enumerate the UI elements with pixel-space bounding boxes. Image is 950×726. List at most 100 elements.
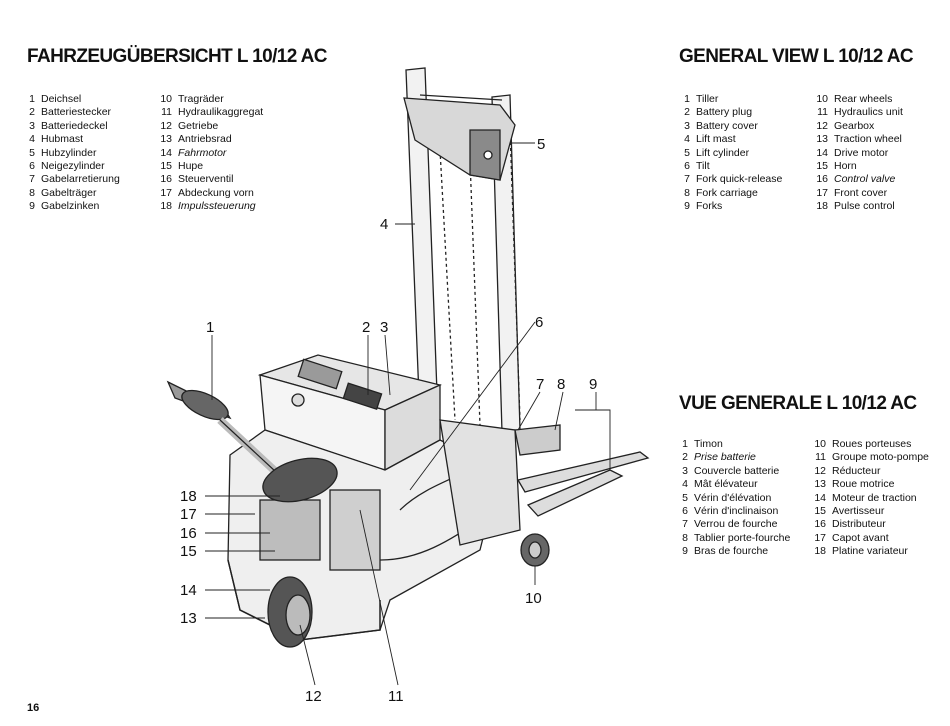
legend-item-number: 15 xyxy=(814,505,826,518)
legend-item: 18 Impulssteuerung xyxy=(160,200,263,213)
callout-10: 10 xyxy=(525,590,542,607)
legend-item-label: Couvercle batterie xyxy=(694,464,780,477)
legend-item-label: Réducteur xyxy=(832,464,881,477)
callout-4: 4 xyxy=(380,216,388,233)
legend-item-number: 18 xyxy=(816,200,828,213)
legend-item-number: 15 xyxy=(816,160,828,173)
callout-5: 5 xyxy=(537,136,545,153)
legend-item-number: 2 xyxy=(684,106,690,119)
legend-item-number: 8 xyxy=(684,186,690,199)
legend-item-label: Battery plug xyxy=(696,106,753,119)
legend-item-number: 8 xyxy=(29,186,35,199)
legend-item-label: Pulse control xyxy=(834,200,895,213)
callout-numbers: 1 2 3 4 5 6 7 8 9 10 11 12 13 14 15 16 1… xyxy=(180,136,597,705)
callout-13: 13 xyxy=(180,610,197,627)
legend-item-label: Hydraulikaggregat xyxy=(178,106,264,119)
legend-item-number: 12 xyxy=(816,119,828,132)
legend-item-label: Tragräder xyxy=(178,93,224,105)
legend-item-label: Capot avant xyxy=(832,531,889,544)
legend-item-label: Batteriestecker xyxy=(41,106,112,119)
legend-item-label: Mât élévateur xyxy=(694,478,758,491)
tiller xyxy=(166,380,338,503)
legend-item-number: 16 xyxy=(816,173,828,186)
leader-lines xyxy=(205,142,611,686)
legend-item-label: Impulssteuerung xyxy=(178,200,256,213)
legend-item-label: Gabelträger xyxy=(41,186,97,199)
legend-item-number: 5 xyxy=(684,146,690,159)
title-german: FAHRZEUGÜBERSICHT L 10/12 AC xyxy=(27,46,328,67)
legend-item-number: 10 xyxy=(816,93,828,105)
legend-item-number: 6 xyxy=(682,505,688,518)
title-english: GENERAL VIEW L 10/12 AC xyxy=(679,46,914,67)
legend-item: 8 Fork carriage xyxy=(682,187,782,200)
callout-1: 1 xyxy=(206,319,214,336)
legend-item-number: 13 xyxy=(160,133,172,146)
legend-item-number: 4 xyxy=(682,478,688,491)
legend-item-number: 9 xyxy=(29,200,35,213)
legend-item-number: 6 xyxy=(29,160,35,173)
legend-item-label: Tiller xyxy=(696,93,719,105)
legend-item-label: Avertisseur xyxy=(832,505,885,518)
legend-item-label: Gearbox xyxy=(834,119,875,132)
callout-6: 6 xyxy=(535,314,543,331)
legend-item-number: 4 xyxy=(29,133,35,146)
legend-item-label: Lift cylinder xyxy=(696,146,750,159)
legend-item-label: Groupe moto-pompe xyxy=(832,451,929,464)
lift-cylinder-head xyxy=(403,97,516,181)
legend-item: 18 Pulse control xyxy=(816,200,903,213)
legend-item-number: 11 xyxy=(161,106,172,119)
legend-item-label: Timon xyxy=(694,438,723,450)
legend-item-number: 3 xyxy=(684,119,690,132)
legend-item: 12 Gearbox xyxy=(816,120,903,133)
legend-item-number: 3 xyxy=(29,119,35,132)
forklift-drawing xyxy=(166,67,650,686)
legend-item: 15 Horn xyxy=(816,160,903,173)
legend-item: 6 Neigezylinder xyxy=(27,160,120,173)
legend-item-number: 10 xyxy=(160,93,172,105)
legend-item-label: Roues porteuses xyxy=(832,438,912,450)
legend-item: 10 Tragräder xyxy=(160,93,263,106)
battery-housing xyxy=(257,354,442,472)
legend-item-number: 2 xyxy=(682,451,688,464)
legend-item-label: Horn xyxy=(834,160,857,173)
legend-item-number: 7 xyxy=(29,173,35,186)
legend-item-label: Forks xyxy=(696,200,723,213)
legend-item-label: Traction wheel xyxy=(834,133,902,146)
legend-item-number: 10 xyxy=(814,438,826,450)
callout-15: 15 xyxy=(180,543,197,560)
callout-7: 7 xyxy=(536,376,544,393)
legend-item-label: Steuerventil xyxy=(178,173,234,186)
legend-item-label: Fork carriage xyxy=(696,186,758,199)
legend-item-number: 11 xyxy=(817,106,828,119)
legend-item-number: 4 xyxy=(684,133,690,146)
legend-item-number: 18 xyxy=(160,200,172,213)
legend-item-number: 16 xyxy=(160,173,172,186)
legend-item-number: 14 xyxy=(160,146,172,159)
callout-2: 2 xyxy=(362,319,370,336)
legend-item-label: Neigezylinder xyxy=(41,160,105,173)
